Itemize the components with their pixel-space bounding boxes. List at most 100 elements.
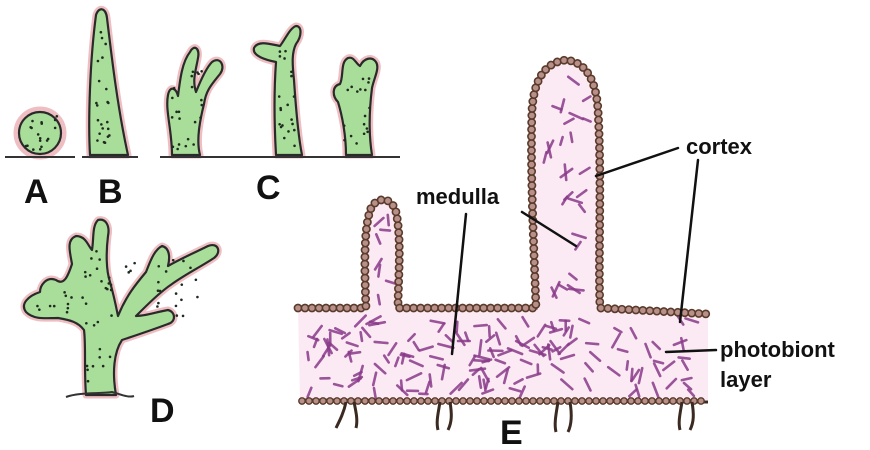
lower-cortex-cell	[572, 398, 578, 404]
panel-c-branched-forms	[160, 26, 400, 157]
speckle	[182, 315, 185, 318]
cortex-leader-2	[680, 160, 698, 322]
cortex-cell	[596, 144, 603, 151]
speckle	[172, 259, 175, 262]
cortex-cell	[560, 57, 567, 64]
speckle	[175, 111, 178, 114]
cortex-cell	[394, 215, 401, 222]
speckle	[346, 89, 349, 92]
cortex-cell	[646, 307, 653, 314]
speckle	[95, 102, 98, 105]
speckle	[180, 283, 183, 286]
speckle	[278, 95, 281, 98]
cortex-cell	[364, 219, 371, 226]
speckle	[290, 71, 293, 74]
speckle	[49, 305, 52, 308]
speckle	[96, 104, 99, 107]
speckle	[36, 305, 39, 308]
speckle	[178, 143, 181, 146]
cortex-cell	[660, 308, 667, 315]
speckle	[157, 302, 160, 305]
cortex-cell	[487, 304, 494, 311]
panel-label-e: E	[500, 414, 523, 450]
cortex-cell	[528, 133, 535, 140]
lower-cortex-cell	[432, 398, 438, 404]
speckle	[107, 135, 110, 138]
hypha	[380, 230, 390, 231]
panel-label-d: D	[150, 392, 175, 430]
cortex-cell	[596, 165, 603, 172]
speckle	[96, 267, 99, 270]
cortex-cell	[532, 294, 539, 301]
cortex-cell	[596, 249, 603, 256]
lower-cortex-cell	[656, 398, 662, 404]
speckle	[363, 132, 366, 135]
cortex-cell	[596, 151, 603, 158]
cortex-cell	[596, 186, 603, 193]
lower-cortex-cell	[628, 398, 634, 404]
cortex-cell	[653, 308, 660, 315]
speckle	[200, 99, 203, 102]
cortex-cell	[362, 302, 369, 309]
lower-cortex-cell	[530, 398, 536, 404]
cortex-cell	[530, 245, 537, 252]
lower-cortex-cell	[509, 398, 515, 404]
speckle	[363, 123, 366, 126]
cortex-cell	[595, 116, 602, 123]
cortex-cell	[688, 309, 695, 316]
cortex-cell	[362, 232, 369, 239]
speckle	[172, 145, 175, 148]
speckle	[284, 50, 287, 53]
speckle	[199, 116, 202, 119]
speckle	[53, 305, 56, 308]
speckle	[355, 142, 358, 145]
speckle	[26, 144, 29, 147]
speckle	[46, 139, 49, 142]
cortex-cell	[595, 123, 602, 130]
cortex-cell	[396, 257, 403, 264]
hypha	[474, 325, 486, 326]
lower-cortex-cell	[453, 398, 459, 404]
cortex-cell	[392, 208, 399, 215]
speckle	[279, 50, 282, 53]
cortex-cell	[596, 277, 603, 284]
speckle	[67, 307, 70, 310]
lower-cortex-cell	[362, 398, 368, 404]
lower-cortex-cell	[635, 398, 641, 404]
lower-cortex-cell	[481, 398, 487, 404]
hypha	[548, 345, 550, 360]
speckle	[190, 75, 193, 78]
speckle	[366, 127, 369, 130]
speckle	[101, 56, 104, 59]
speckle	[110, 284, 113, 287]
cortex-cell	[596, 242, 603, 249]
cortex-cell	[396, 250, 403, 257]
lower-cortex-cell	[614, 398, 620, 404]
cortex-cell	[528, 182, 535, 189]
speckle	[93, 324, 96, 327]
speckle	[89, 274, 92, 277]
speckle	[178, 110, 181, 113]
speckle	[56, 115, 59, 118]
cortex-cell	[522, 304, 529, 311]
cortex-cell	[501, 304, 508, 311]
cortex-cell	[431, 304, 438, 311]
speckle	[100, 123, 103, 126]
lower-cortex-cell	[474, 398, 480, 404]
speckle	[159, 290, 162, 293]
cortex-cell	[639, 307, 646, 314]
cortex-cell	[395, 292, 402, 299]
cortex-cell	[361, 267, 368, 274]
lower-cortex-cell	[544, 398, 550, 404]
cortex-cell	[611, 305, 618, 312]
lower-cortex-cell	[383, 398, 389, 404]
cortex-cell	[529, 98, 536, 105]
lower-cortex-cell	[502, 398, 508, 404]
speckle	[108, 276, 111, 279]
speckle	[278, 123, 281, 126]
lower-cortex-cell	[516, 398, 522, 404]
lower-cortex-cell	[404, 398, 410, 404]
speckle	[290, 118, 293, 121]
speckle	[356, 90, 359, 93]
speckle	[38, 308, 41, 311]
